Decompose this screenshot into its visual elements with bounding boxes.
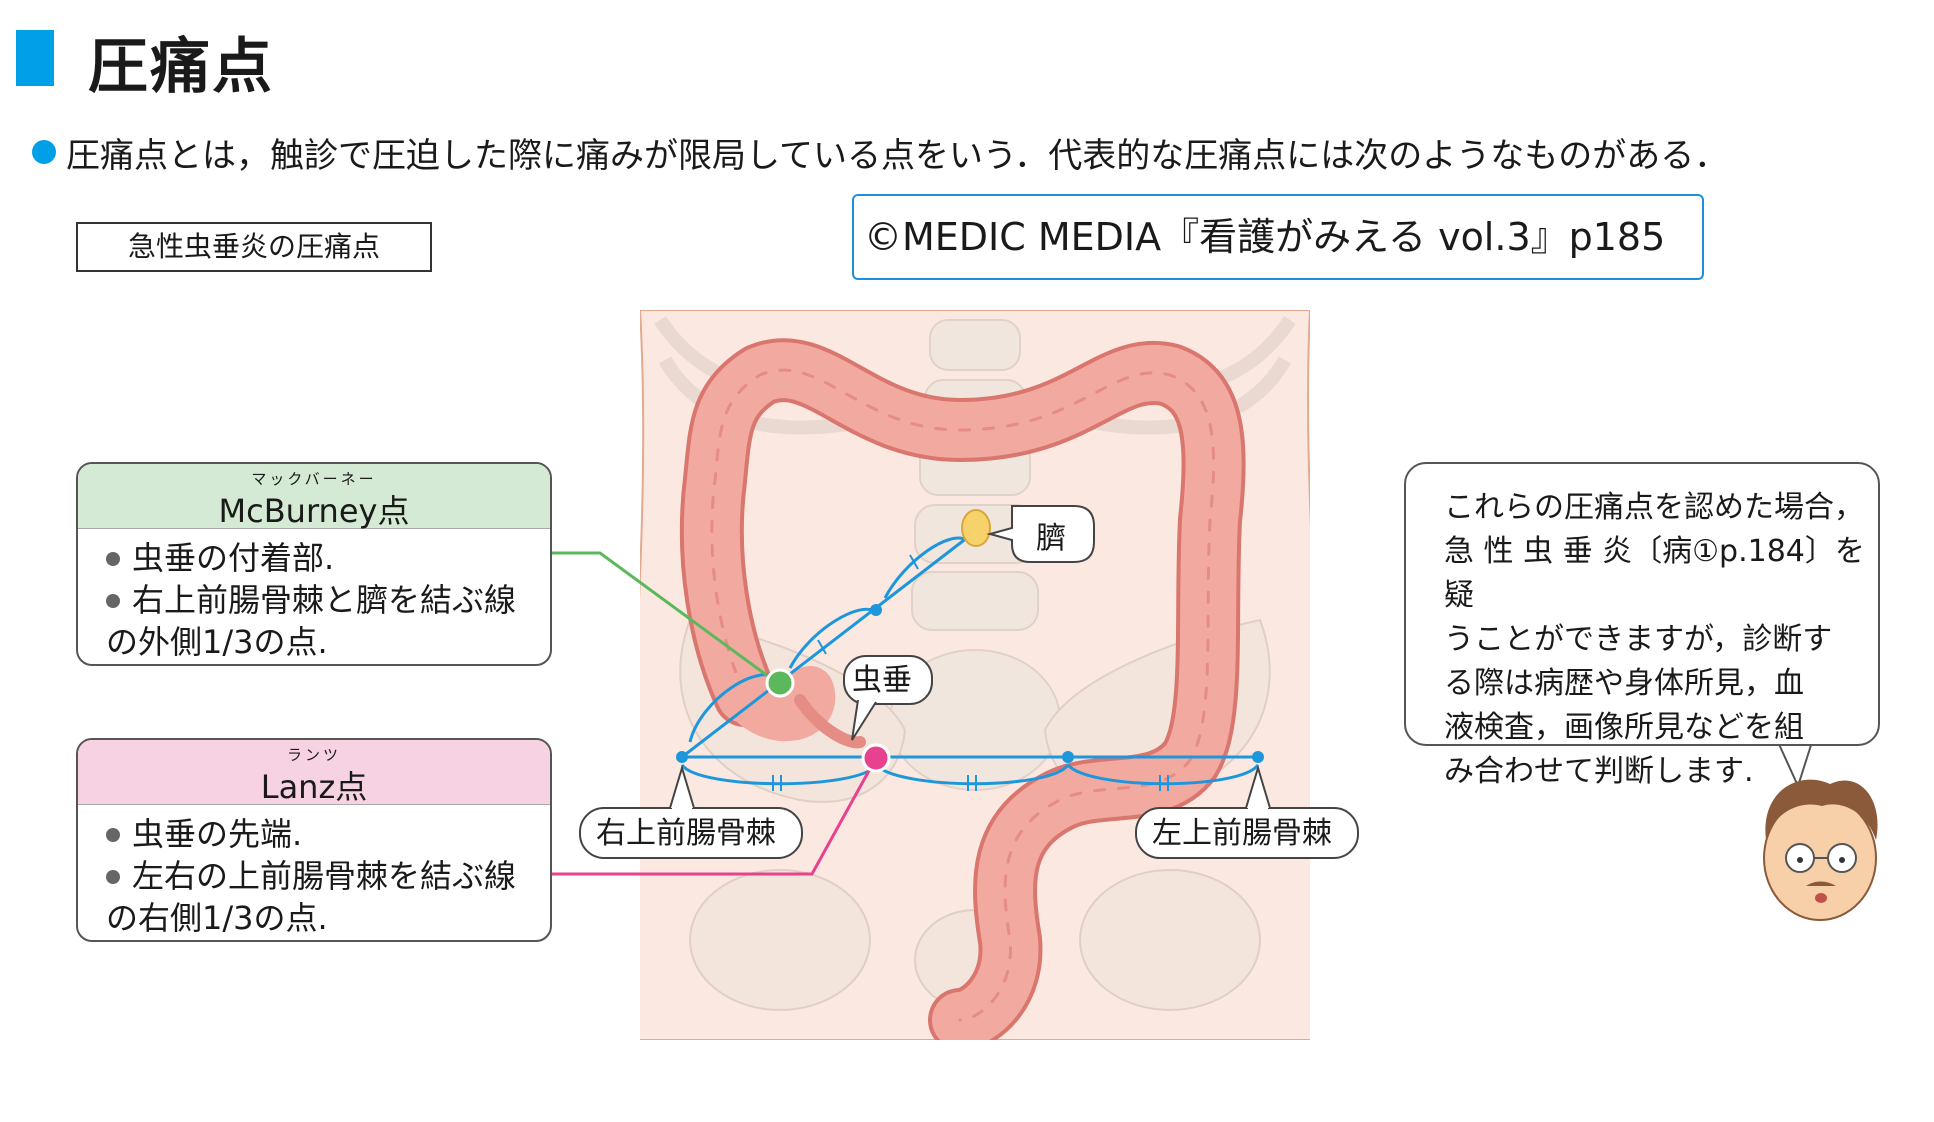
speech-line: み合わせて判断します. [1444, 750, 1878, 794]
page-title: 圧痛点 [88, 18, 274, 105]
svg-text:右上前腸骨棘: 右上前腸骨棘 [596, 816, 776, 851]
third-point-diagonal [870, 604, 882, 616]
credit-box: ©MEDIC MEDIA『看護がみえる vol.3』p185 [852, 194, 1704, 280]
right-asis-point [676, 751, 688, 763]
mcburney-card: マックバーネー McBurney点 虫垂の付着部. 右上前腸骨棘と臍を結ぶ線 の… [76, 462, 552, 666]
lanz-bullet: 虫垂の先端. [106, 813, 550, 855]
lanz-name: Lanz点 [78, 762, 550, 808]
intro-text: 圧痛点とは，触診で圧迫した際に痛みが限局している点をいう．代表的な圧痛点には次の… [66, 128, 1728, 177]
speech-line: る際は病歴や身体所見，血 [1444, 662, 1878, 706]
mcburney-continuation: の外側1/3の点. [106, 621, 550, 663]
doctor-speech-bubble: これらの圧痛点を認めた場合， 急 性 虫 垂 炎〔病①p.184〕を疑 うことが… [1404, 462, 1880, 746]
mcburney-name: McBurney点 [78, 486, 550, 532]
svg-text:臍: 臍 [1036, 521, 1066, 556]
third-point-right [1062, 751, 1074, 763]
lanz-continuation: の右側1/3の点. [106, 897, 550, 939]
navel-marker [962, 510, 990, 546]
speech-line: 液検査，画像所見などを組 [1444, 706, 1878, 750]
torso-background [612, 310, 1342, 1040]
speech-line: うことができますが，診断す [1444, 618, 1878, 662]
lanz-card-body: 虫垂の先端. 左右の上前腸骨棘を結ぶ線 の右側1/3の点. [78, 805, 550, 939]
lanz-card: ランツ Lanz点 虫垂の先端. 左右の上前腸骨棘を結ぶ線 の右側1/3の点. [76, 738, 552, 942]
mcburney-bullet: 右上前腸骨棘と臍を結ぶ線 [106, 579, 550, 621]
section-label: 急性虫垂炎の圧痛点 [76, 222, 432, 272]
svg-text:左上前腸骨棘: 左上前腸骨棘 [1152, 816, 1332, 851]
intro-bullet-icon [32, 140, 56, 164]
mcburney-point [767, 670, 793, 696]
lanz-card-header: ランツ Lanz点 [78, 740, 550, 805]
speech-line: これらの圧痛点を認めた場合， [1444, 486, 1878, 530]
left-asis-point [1252, 751, 1264, 763]
lanz-bullet: 左右の上前腸骨棘を結ぶ線 [106, 855, 550, 897]
svg-text:虫垂: 虫垂 [852, 663, 912, 698]
mcburney-bullet: 虫垂の付着部. [106, 537, 550, 579]
speech-line: 急 性 虫 垂 炎〔病①p.184〕を疑 [1444, 530, 1878, 618]
mcburney-card-body: 虫垂の付着部. 右上前腸骨棘と臍を結ぶ線 の外側1/3の点. [78, 529, 550, 663]
title-accent-bar [16, 30, 54, 86]
mcburney-card-header: マックバーネー McBurney点 [78, 464, 550, 529]
lanz-point [863, 745, 889, 771]
